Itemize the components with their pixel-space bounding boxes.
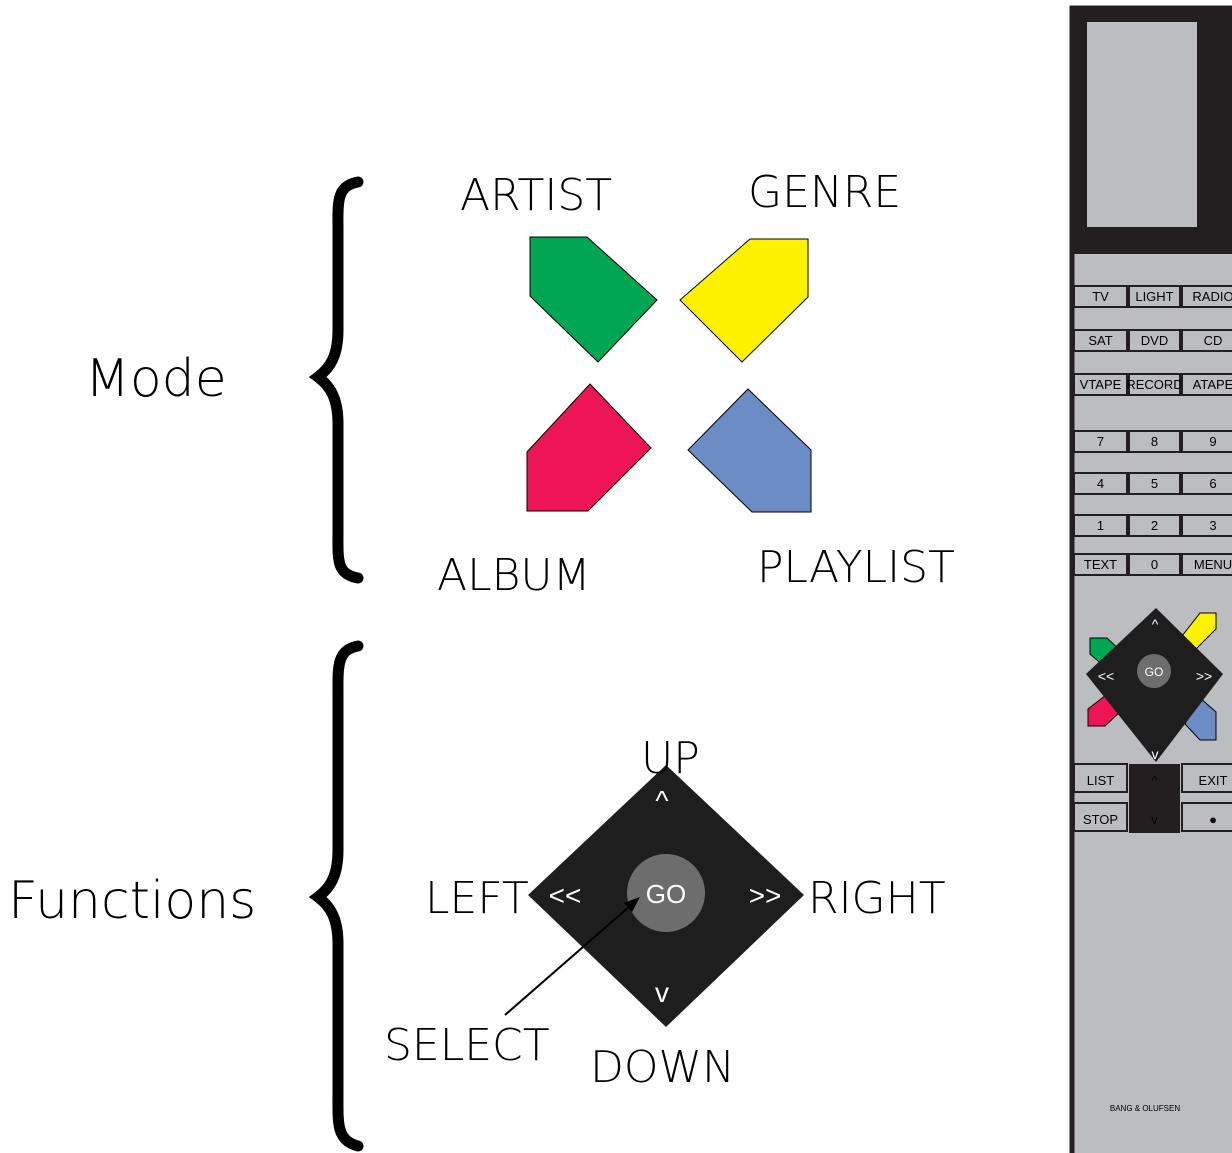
- remote-bottom-button-0-2[interactable]: [1181, 763, 1232, 793]
- remote-button-sat[interactable]: [1073, 329, 1128, 352]
- remote-button-1[interactable]: [1073, 514, 1128, 537]
- remote-button-label-menu: MENU: [1194, 557, 1232, 572]
- remote-button-cd[interactable]: [1181, 329, 1232, 352]
- mode-title: Mode: [85, 349, 227, 409]
- remote-bottom-label-0-0: LIST: [1087, 773, 1115, 788]
- remote-button-0[interactable]: [1128, 553, 1181, 576]
- remote-bottom-button-0-0[interactable]: [1073, 763, 1128, 793]
- remote-button-label-text: TEXT: [1084, 557, 1117, 572]
- remote-button-label-radio: RADIO: [1192, 289, 1232, 304]
- select-pointer-line: [504, 905, 631, 1016]
- down-label: DOWN: [590, 1042, 735, 1093]
- remote-button-6[interactable]: [1181, 472, 1232, 495]
- remote-button-5[interactable]: [1128, 472, 1181, 495]
- remote-button-label-1: 1: [1097, 518, 1104, 533]
- remote-button-tv[interactable]: [1073, 285, 1128, 308]
- remote-button-label-8: 8: [1151, 434, 1158, 449]
- go-button: [627, 854, 705, 932]
- remote-go-button[interactable]: [1137, 654, 1171, 688]
- remote-button-4[interactable]: [1073, 472, 1128, 495]
- remote-button-atape[interactable]: [1181, 373, 1232, 396]
- functions-title: Functions: [8, 871, 256, 931]
- remote-bottom-button-1-0[interactable]: [1073, 802, 1128, 832]
- select-label: SELECT: [384, 1020, 550, 1071]
- pad-right-arrow: >>: [749, 880, 782, 911]
- remote-button-label-sat: SAT: [1088, 333, 1112, 348]
- remote-button-dvd[interactable]: [1128, 329, 1181, 352]
- artist-label: ARTIST: [460, 170, 612, 221]
- remote-button-label-9: 9: [1209, 434, 1216, 449]
- remote-button-7[interactable]: [1073, 430, 1128, 453]
- remote-button-record[interactable]: [1128, 373, 1181, 396]
- remote-button-3[interactable]: [1181, 514, 1232, 537]
- remote-button-text[interactable]: [1073, 553, 1128, 576]
- remote-up-arrow[interactable]: ^: [1152, 616, 1159, 632]
- remote-button-8[interactable]: [1128, 430, 1181, 453]
- remote-left-arrow[interactable]: <<: [1098, 668, 1114, 684]
- remote-button-label-4: 4: [1097, 476, 1104, 491]
- remote-right-arrow[interactable]: >>: [1196, 668, 1212, 684]
- playlist-label: PLAYLIST: [757, 542, 955, 593]
- remote-down-arrow[interactable]: v: [1152, 746, 1159, 762]
- remote-bottom-label-1-1[interactable]: v: [1151, 812, 1158, 827]
- album-label: ALBUM: [437, 550, 591, 601]
- remote-display: [1087, 22, 1197, 227]
- remote-updown-panel: [1129, 764, 1180, 833]
- remote-bottom-button-1-2[interactable]: [1181, 802, 1232, 832]
- up-label: UP: [641, 733, 700, 784]
- remote-button-label-tv: TV: [1092, 289, 1109, 304]
- remote-bottom-label-0-1[interactable]: ^: [1151, 773, 1158, 788]
- select-pointer-arrowhead: [624, 897, 640, 912]
- genre-label: GENRE: [748, 167, 901, 218]
- remote-go-label: GO: [1145, 665, 1164, 679]
- left-label: LEFT: [425, 873, 529, 924]
- remote-button-label-light: LIGHT: [1135, 289, 1173, 304]
- remote-button-9[interactable]: [1181, 430, 1232, 453]
- remote-button-label-3: 3: [1209, 518, 1216, 533]
- remote-button-label-atape: ATAPE: [1193, 377, 1232, 392]
- album-color-key: [526, 383, 652, 512]
- remote-button-light[interactable]: [1128, 285, 1181, 308]
- go-label: GO: [646, 879, 686, 909]
- remote-button-label-record: RECORD: [1126, 377, 1182, 392]
- pad-left-arrow: <<: [549, 880, 582, 911]
- remote-genre-key: [1181, 612, 1217, 650]
- remote-bottom-label-0-2: EXIT: [1199, 773, 1228, 788]
- remote-button-label-2: 2: [1151, 518, 1158, 533]
- remote-button-label-cd: CD: [1204, 333, 1223, 348]
- remote-button-label-dvd: DVD: [1141, 333, 1168, 348]
- remote-brand: BANG & OLUFSEN: [1110, 1104, 1180, 1113]
- artist-color-key: [529, 236, 658, 363]
- remote-button-vtape[interactable]: [1073, 373, 1128, 396]
- remote-bottom-label-1-2: ●: [1209, 812, 1217, 827]
- genre-color-key: [679, 238, 809, 363]
- pad-down-arrow: v: [655, 977, 669, 1008]
- remote-button-label-5: 5: [1151, 476, 1158, 491]
- pad-up-arrow: ^: [655, 785, 668, 816]
- remote-button-menu[interactable]: [1181, 553, 1232, 576]
- playlist-color-key: [687, 388, 812, 513]
- remote-button-radio[interactable]: [1181, 285, 1232, 308]
- remote-button-2[interactable]: [1128, 514, 1181, 537]
- remote-button-label-vtape: VTAPE: [1080, 377, 1122, 392]
- mode-brace: [308, 176, 364, 584]
- right-label: RIGHT: [808, 873, 946, 924]
- remote-button-label-0: 0: [1151, 557, 1158, 572]
- remote-bottom-label-1-0: STOP: [1083, 812, 1118, 827]
- remote-button-label-7: 7: [1097, 434, 1104, 449]
- remote-button-label-6: 6: [1209, 476, 1216, 491]
- functions-brace: [308, 640, 364, 1152]
